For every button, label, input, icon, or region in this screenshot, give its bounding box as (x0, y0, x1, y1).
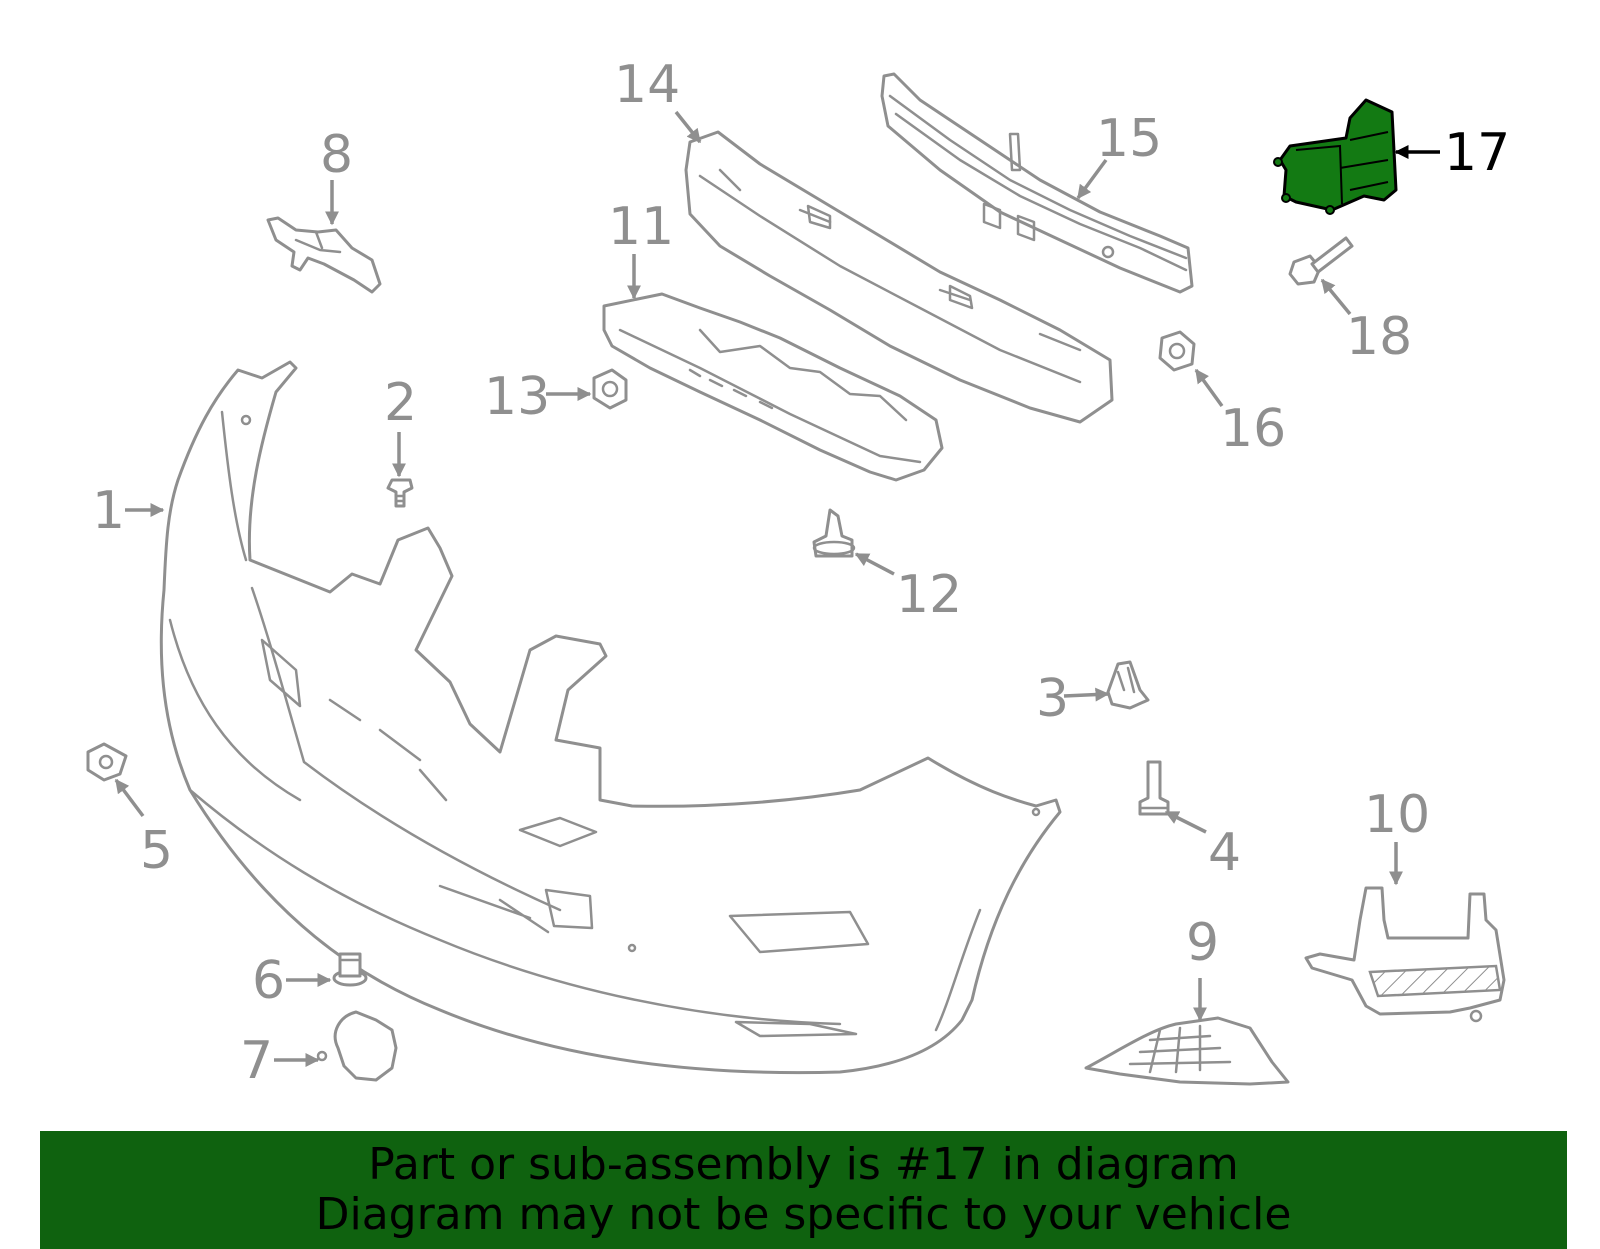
banner-line-1: Part or sub-assembly is #17 in diagram (368, 1139, 1239, 1190)
part-11-lower-absorber[interactable] (602, 292, 944, 482)
callout-15[interactable]: 15 (1096, 109, 1162, 169)
callout-10[interactable]: 10 (1364, 785, 1430, 845)
callout-13[interactable]: 13 (484, 367, 550, 427)
banner-line-2: Diagram may not be specific to your vehi… (315, 1189, 1292, 1240)
part-15-reinforcement-bar[interactable] (880, 72, 1194, 294)
callout-11[interactable]: 11 (608, 197, 674, 257)
leader-16 (1194, 368, 1224, 408)
leader-15 (1076, 158, 1108, 200)
callout-4[interactable]: 4 (1208, 823, 1241, 883)
callout-7[interactable]: 7 (240, 1031, 273, 1091)
callout-1[interactable]: 1 (92, 481, 125, 541)
part-8-bracket[interactable] (266, 216, 382, 294)
part-1-bumper-cover[interactable] (159, 360, 1062, 1075)
leader-lines (114, 110, 1440, 1067)
leader-3 (1063, 687, 1110, 702)
callout-12[interactable]: 12 (896, 565, 962, 625)
part-18-bolt[interactable] (1288, 236, 1354, 286)
part-6-grommet[interactable] (332, 952, 368, 987)
callout-6[interactable]: 6 (252, 951, 285, 1011)
part-5-clip[interactable] (86, 742, 128, 782)
part-16-nut[interactable] (1158, 330, 1196, 372)
callout-8[interactable]: 8 (320, 125, 353, 185)
part-2-screw[interactable] (386, 478, 414, 508)
callout-18[interactable]: 18 (1346, 307, 1412, 367)
part-17-bumper-bracket[interactable] (1273, 98, 1398, 215)
callout-labels: 1 2 3 4 5 6 7 8 9 10 11 12 13 14 15 16 1… (92, 55, 1510, 1091)
part-13-nut[interactable] (592, 368, 628, 410)
part-10-side-bracket[interactable] (1304, 886, 1506, 1023)
callout-3[interactable]: 3 (1036, 669, 1069, 729)
leader-12 (854, 552, 895, 576)
leader-5 (114, 778, 145, 818)
part-3-clip[interactable] (1106, 660, 1150, 710)
leader-18 (1320, 278, 1352, 316)
callout-14[interactable]: 14 (614, 55, 680, 115)
part-12-push-pin[interactable] (812, 508, 856, 558)
part-4-bolt[interactable] (1138, 760, 1170, 816)
part-9-fog-bezel[interactable] (1084, 1016, 1290, 1086)
callout-16[interactable]: 16 (1220, 399, 1286, 459)
callout-17[interactable]: 17 (1444, 123, 1510, 183)
leader-4 (1164, 810, 1207, 834)
info-banner: Part or sub-assembly is #17 in diagram D… (40, 1131, 1567, 1249)
leader-14 (674, 110, 702, 144)
part-14-energy-absorber[interactable] (684, 130, 1114, 424)
callout-2[interactable]: 2 (384, 373, 417, 433)
callout-5[interactable]: 5 (140, 821, 173, 881)
callout-9[interactable]: 9 (1186, 913, 1219, 973)
part-7-cap[interactable] (316, 1010, 398, 1082)
